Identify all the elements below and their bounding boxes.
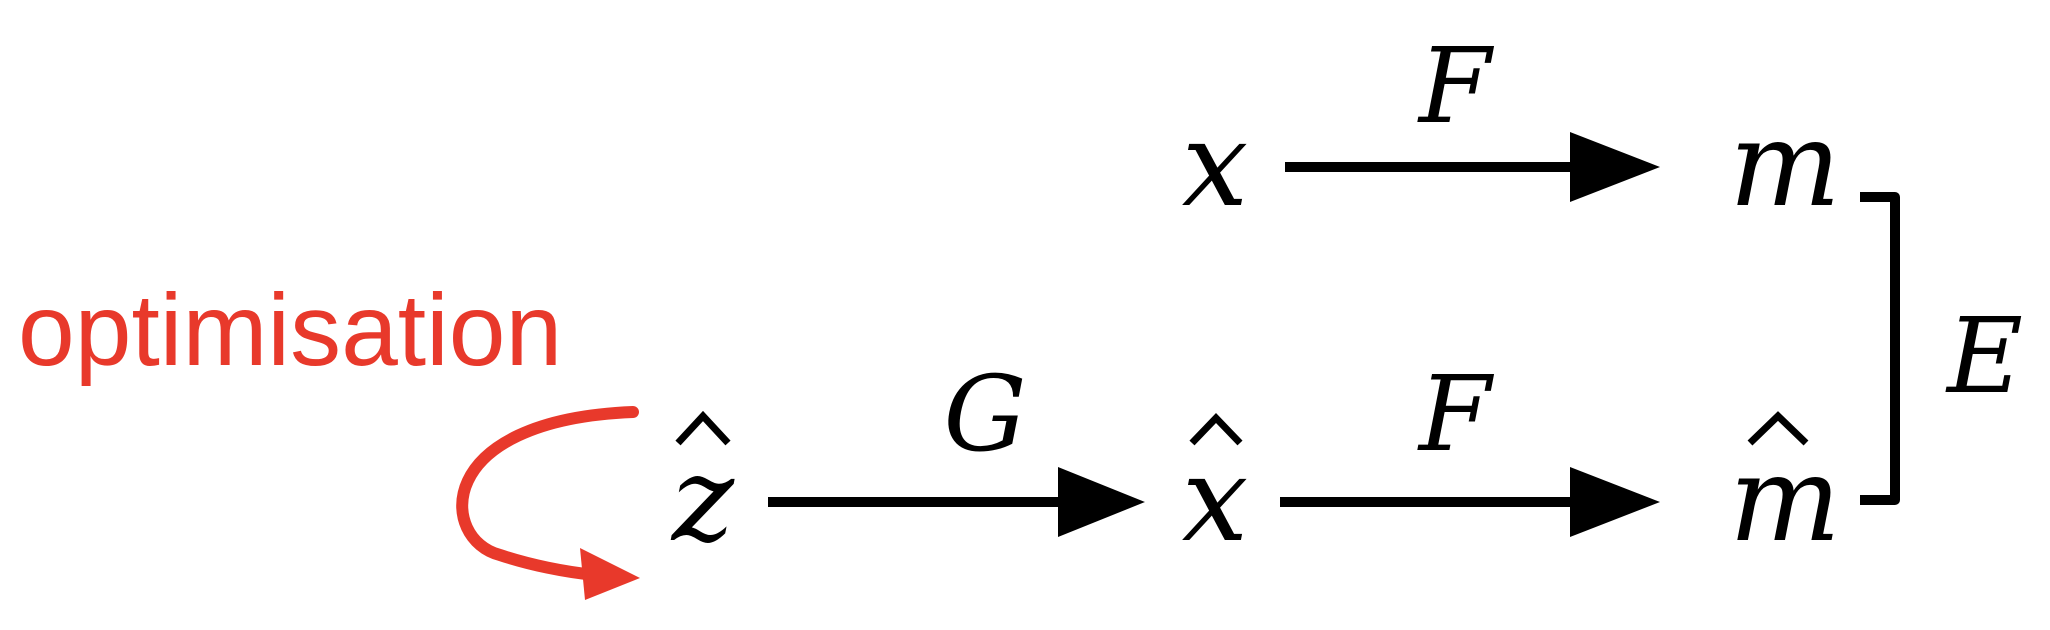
node-x-hat: x bbox=[1182, 412, 1249, 568]
node-m-hat: m bbox=[1729, 411, 1841, 568]
loop-arrowhead-icon bbox=[580, 548, 640, 600]
edge-label-f-bottom: F bbox=[1417, 353, 1495, 475]
hat-accent-icon bbox=[1189, 412, 1243, 446]
bracket-m-to-m-hat bbox=[1860, 192, 1900, 505]
edge-label-g: G bbox=[943, 353, 1026, 475]
node-z-hat: z bbox=[670, 410, 735, 568]
arrowhead-icon bbox=[1058, 467, 1145, 537]
hat-accent-icon bbox=[675, 410, 731, 446]
arrow-z-hat-to-x-hat bbox=[768, 467, 1145, 537]
arrow-x-hat-to-m-hat bbox=[1280, 467, 1660, 537]
optimisation-loop-arrow bbox=[456, 406, 640, 600]
arrow-x-to-m bbox=[1285, 132, 1660, 202]
node-z-hat-symbol: z bbox=[670, 430, 735, 568]
node-x: x bbox=[1182, 95, 1249, 233]
edge-label-f-top: F bbox=[1417, 25, 1495, 147]
edge-label-e: E bbox=[1945, 295, 2023, 417]
optimisation-label: optimisation bbox=[18, 273, 562, 387]
loop-curve bbox=[456, 406, 639, 581]
arrowhead-icon bbox=[1570, 132, 1660, 202]
node-m-hat-symbol: m bbox=[1729, 430, 1841, 568]
hat-accent-icon bbox=[1747, 411, 1809, 446]
arrowhead-icon bbox=[1570, 467, 1660, 537]
node-m: m bbox=[1729, 95, 1841, 233]
node-x-hat-symbol: x bbox=[1182, 430, 1249, 568]
